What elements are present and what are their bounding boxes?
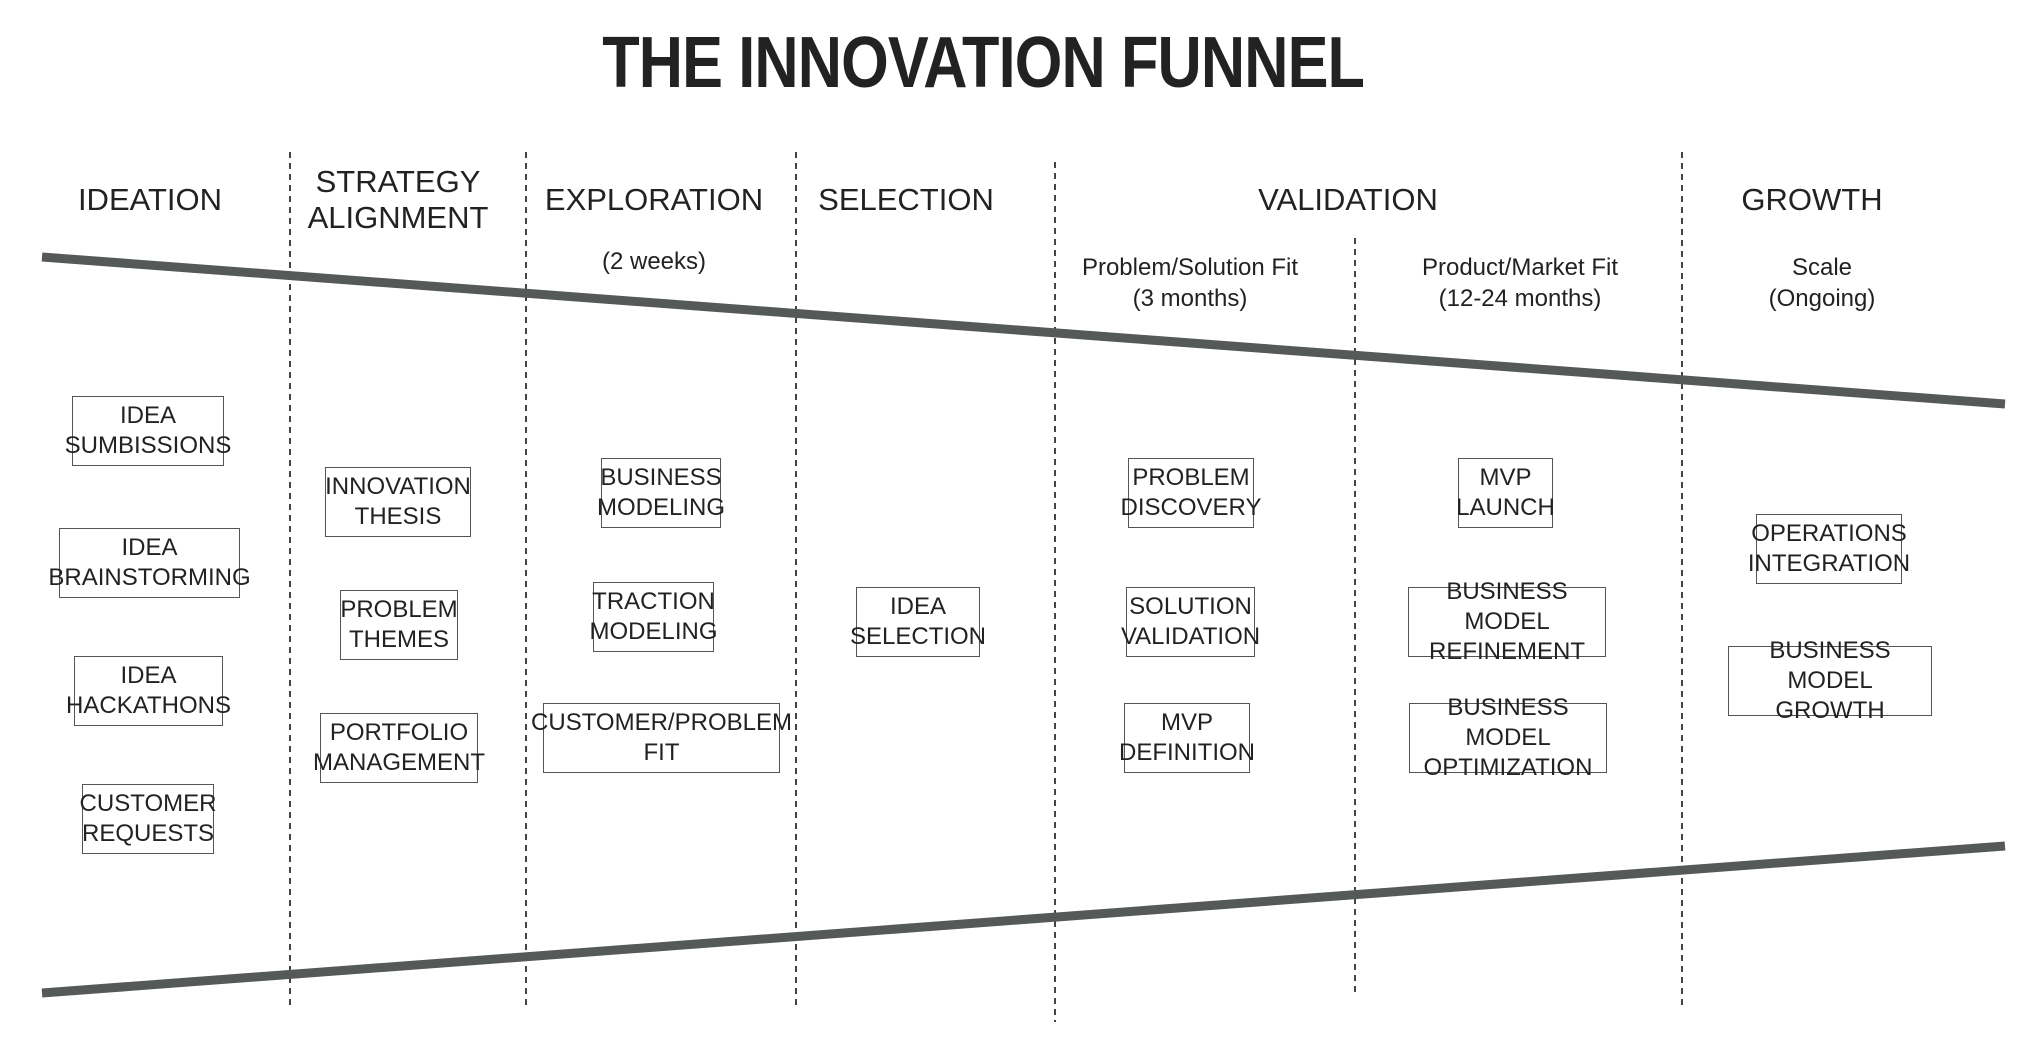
box-business-model-optimization: BUSINESS MODEL OPTIMIZATION	[1409, 694, 1607, 781]
box-idea-brainstorming: IDEA BRAINSTORMING	[48, 528, 251, 598]
box-problem-discovery: PROBLEM DISCOVERY	[1121, 458, 1261, 528]
page-title: THE INNOVATION FUNNEL	[602, 23, 1365, 103]
funnel-bottom-edge	[41, 841, 2006, 998]
stage-validation: VALIDATION	[1258, 182, 1438, 217]
box-business-model-refinement: BUSINESS MODEL REFINEMENT	[1408, 578, 1606, 665]
product-market-fit-label: Product/Market Fit (12-24 months)	[1421, 254, 1619, 312]
box-portfolio-management: PORTFOLIO MANAGEMENT	[313, 713, 485, 783]
box-customer-requests: CUSTOMER REQUESTS	[80, 784, 216, 854]
box-idea-submissions: IDEA SUMBISSIONS	[65, 396, 231, 466]
box-problem-themes: PROBLEM THEMES	[340, 590, 458, 660]
funnel-top-edge	[41, 252, 2006, 409]
box-business-modeling: BUSINESS MODELING	[597, 458, 725, 528]
box-innovation-thesis: INNOVATION THESIS	[325, 467, 471, 537]
box-mvp-launch: MVP LAUNCH	[1456, 458, 1555, 528]
box-traction-modeling: TRACTION MODELING	[590, 582, 718, 652]
stage-exploration: EXPLORATION	[544, 182, 764, 217]
box-idea-hackathons: IDEA HACKATHONS	[66, 656, 231, 726]
box-customer-problem-fit: CUSTOMER/PROBLEM FIT	[531, 703, 792, 773]
box-idea-selection: IDEA SELECTION	[850, 587, 986, 657]
stage-selection: SELECTION	[818, 182, 994, 217]
exploration-duration: (2 weeks)	[601, 248, 707, 275]
stage-growth: GROWTH	[1741, 182, 1883, 217]
problem-solution-fit-label: Problem/Solution Fit (3 months)	[1081, 254, 1299, 312]
growth-scale-label: Scale (Ongoing)	[1768, 254, 1876, 312]
box-operations-integration: OPERATIONS INTEGRATION	[1748, 514, 1910, 584]
box-business-model-growth: BUSINESS MODEL GROWTH	[1728, 637, 1932, 724]
box-mvp-definition: MVP DEFINITION	[1119, 703, 1255, 773]
box-solution-validation: SOLUTION VALIDATION	[1121, 587, 1260, 657]
stage-strategy-alignment: STRATEGY ALIGNMENT	[307, 164, 489, 235]
stage-ideation: IDEATION	[77, 182, 223, 217]
